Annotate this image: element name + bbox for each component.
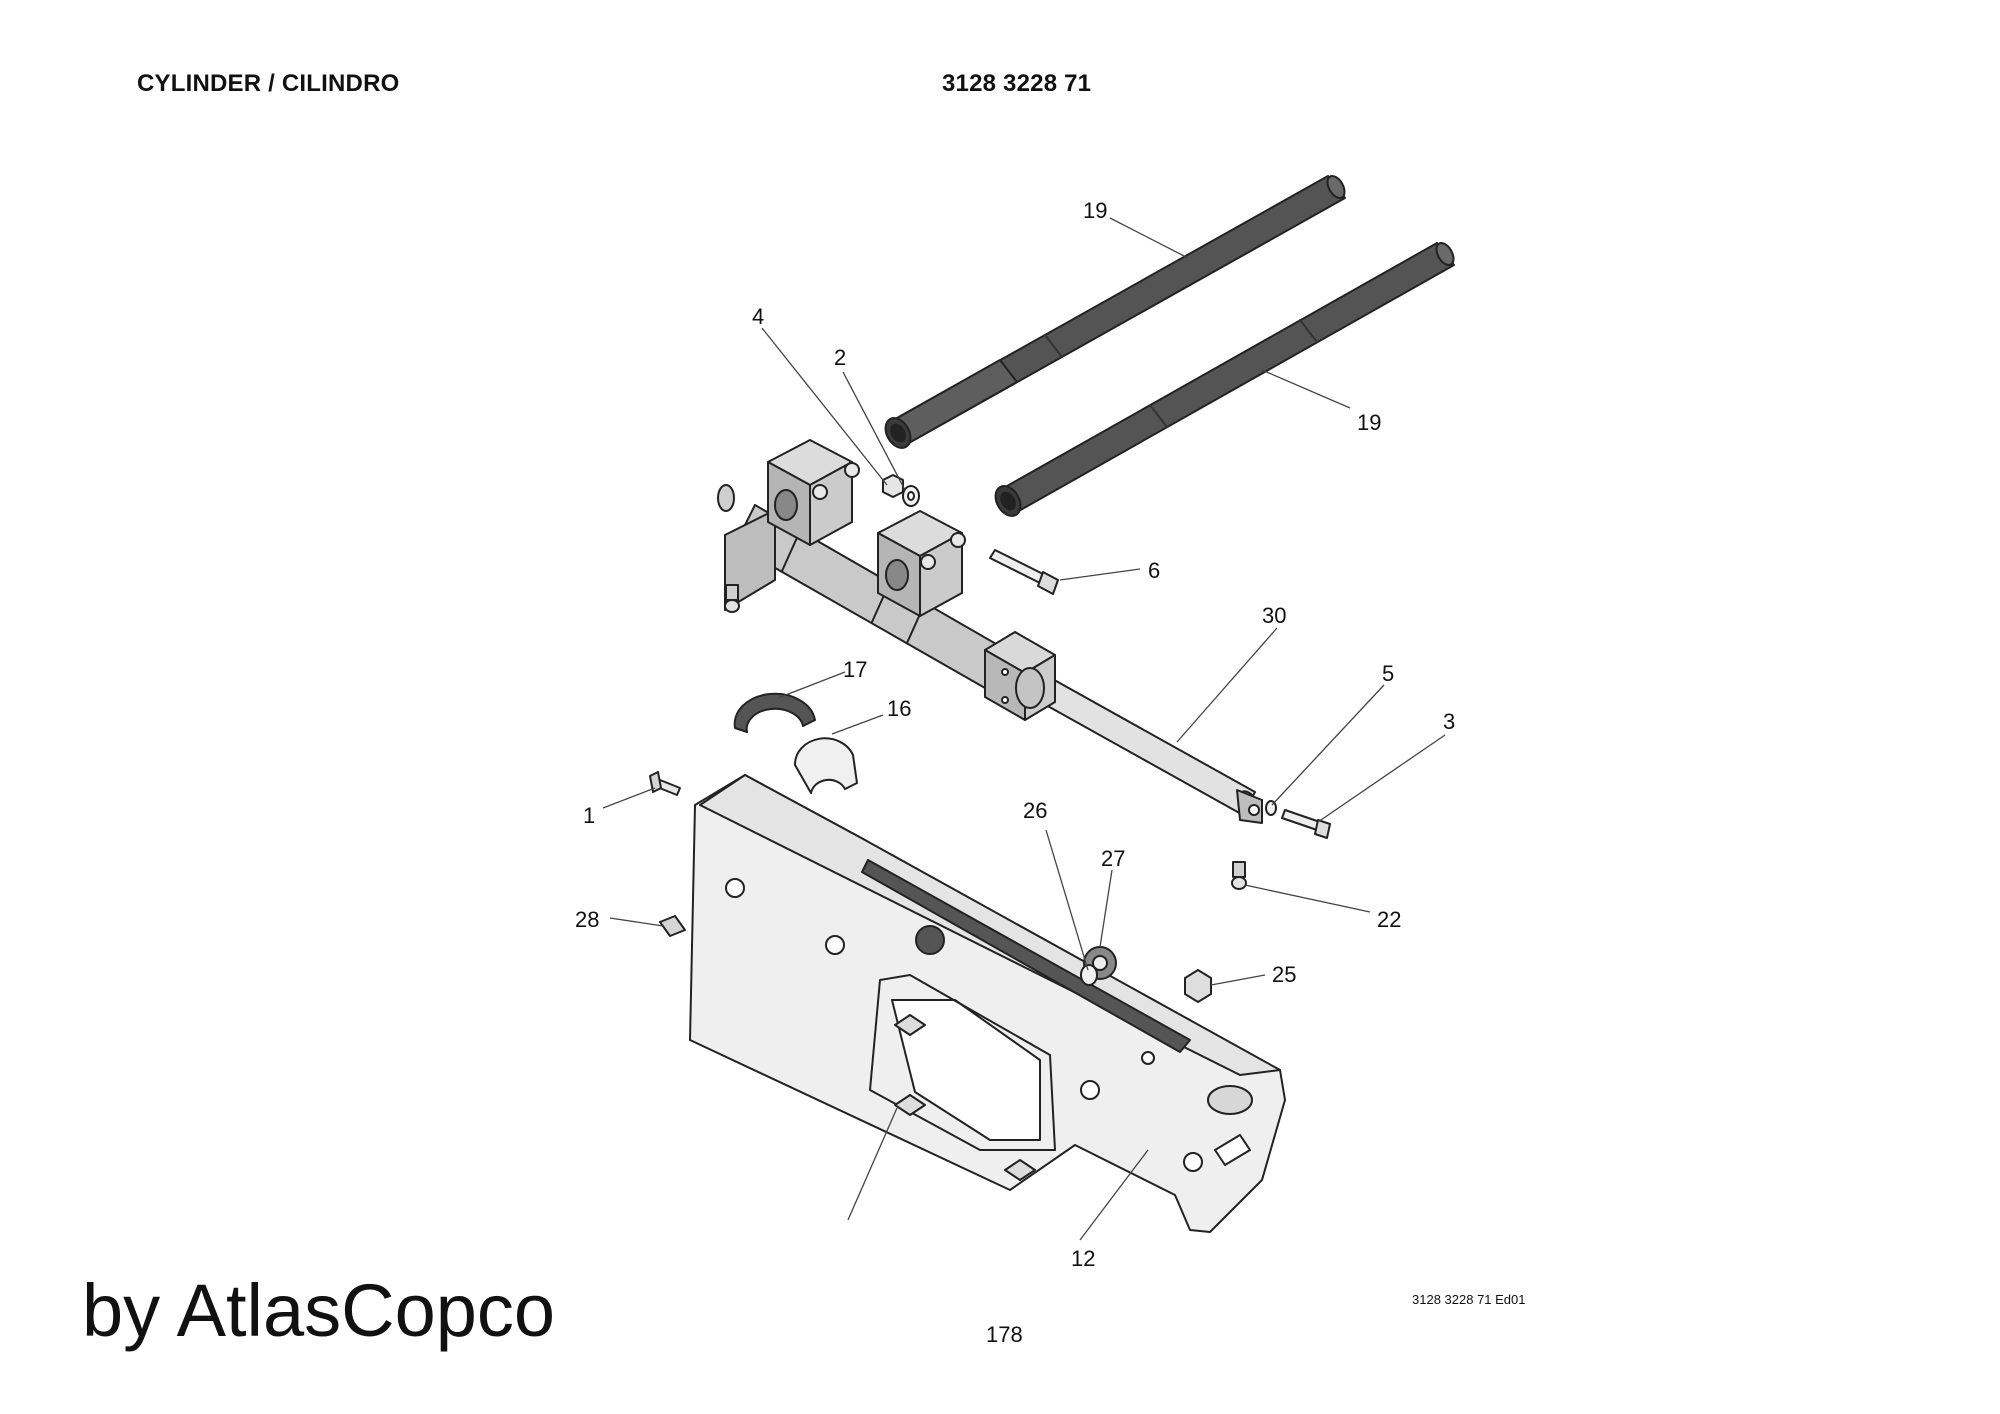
callout-17: 17	[843, 657, 867, 682]
page-number: 178	[986, 1322, 1023, 1347]
screw-1	[649, 771, 681, 796]
grease-nipple-22	[1231, 861, 1247, 890]
callout-27: 27	[1101, 846, 1125, 871]
mount-block-right	[877, 510, 966, 617]
washer-2	[902, 485, 920, 507]
rod-end-eye	[1236, 789, 1263, 824]
cylinder-barrel	[734, 504, 1011, 693]
screw-28	[659, 915, 686, 937]
callout-6: 6	[1148, 558, 1160, 583]
callout-25: 25	[1272, 962, 1296, 987]
edition-code: 3128 3228 71 Ed01	[1412, 1292, 1526, 1307]
grease-nipple-left	[724, 584, 740, 613]
callout-19-upper: 19	[1083, 198, 1107, 223]
callout-30: 30	[1262, 603, 1286, 628]
bolt-6	[989, 549, 1059, 595]
bushing-17	[733, 692, 816, 733]
page-title: CYLINDER / CILINDRO	[137, 70, 400, 97]
callout-26: 26	[1023, 798, 1047, 823]
callout-28: 28	[575, 907, 599, 932]
callout-5: 5	[1382, 661, 1394, 686]
rod-19-upper	[884, 175, 1346, 449]
washer-5	[1265, 800, 1277, 816]
callout-2: 2	[834, 345, 846, 370]
bolt-3	[1281, 809, 1331, 839]
leader-lines	[602, 217, 1446, 1241]
rod-19-lower	[994, 242, 1455, 517]
callout-16: 16	[887, 696, 911, 721]
callout-labels: 19 19 4 2 6 30 5 3 17 16 1 28 26 27 22 2…	[575, 198, 1455, 1271]
callout-4: 4	[752, 304, 764, 329]
callout-3: 3	[1443, 709, 1455, 734]
bushing-16	[793, 737, 858, 794]
callout-1: 1	[583, 803, 595, 828]
callout-12: 12	[1071, 1246, 1095, 1271]
callout-19-lower: 19	[1357, 410, 1381, 435]
artwork	[649, 175, 1455, 1233]
callout-22: 22	[1377, 907, 1401, 932]
brand-watermark: by AtlasCopco	[82, 1269, 556, 1352]
piston-rod-30	[1027, 671, 1260, 818]
nut-4	[882, 474, 904, 498]
fitting-25	[1184, 969, 1212, 1003]
gland-block	[984, 631, 1056, 721]
frame-12	[689, 774, 1286, 1233]
part-number: 3128 3228 71	[942, 70, 1092, 97]
washer-26	[1080, 964, 1098, 986]
